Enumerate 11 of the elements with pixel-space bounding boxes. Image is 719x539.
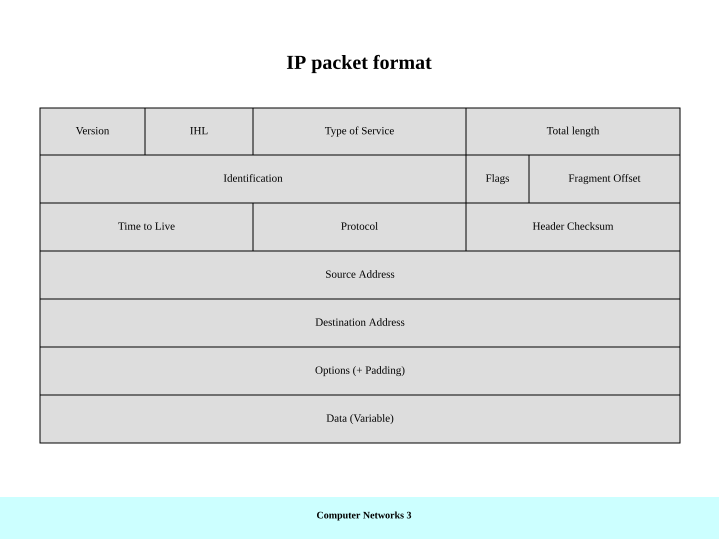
field-cell: Protocol bbox=[252, 202, 466, 252]
field-cell: Flags bbox=[466, 154, 530, 204]
footer-bar: Computer Networks 3 bbox=[0, 497, 719, 539]
field-cell: Data (Variable) bbox=[40, 394, 680, 444]
field-cell: Version bbox=[40, 108, 146, 156]
title: IP packet format bbox=[286, 54, 432, 74]
field-cell: Type of Service bbox=[252, 108, 466, 156]
field-cell: Destination Address bbox=[40, 298, 680, 348]
field-cell: Time to Live bbox=[40, 202, 254, 252]
field-cell: Options (+ Padding) bbox=[40, 346, 680, 396]
field-cell: IHL bbox=[144, 108, 254, 156]
